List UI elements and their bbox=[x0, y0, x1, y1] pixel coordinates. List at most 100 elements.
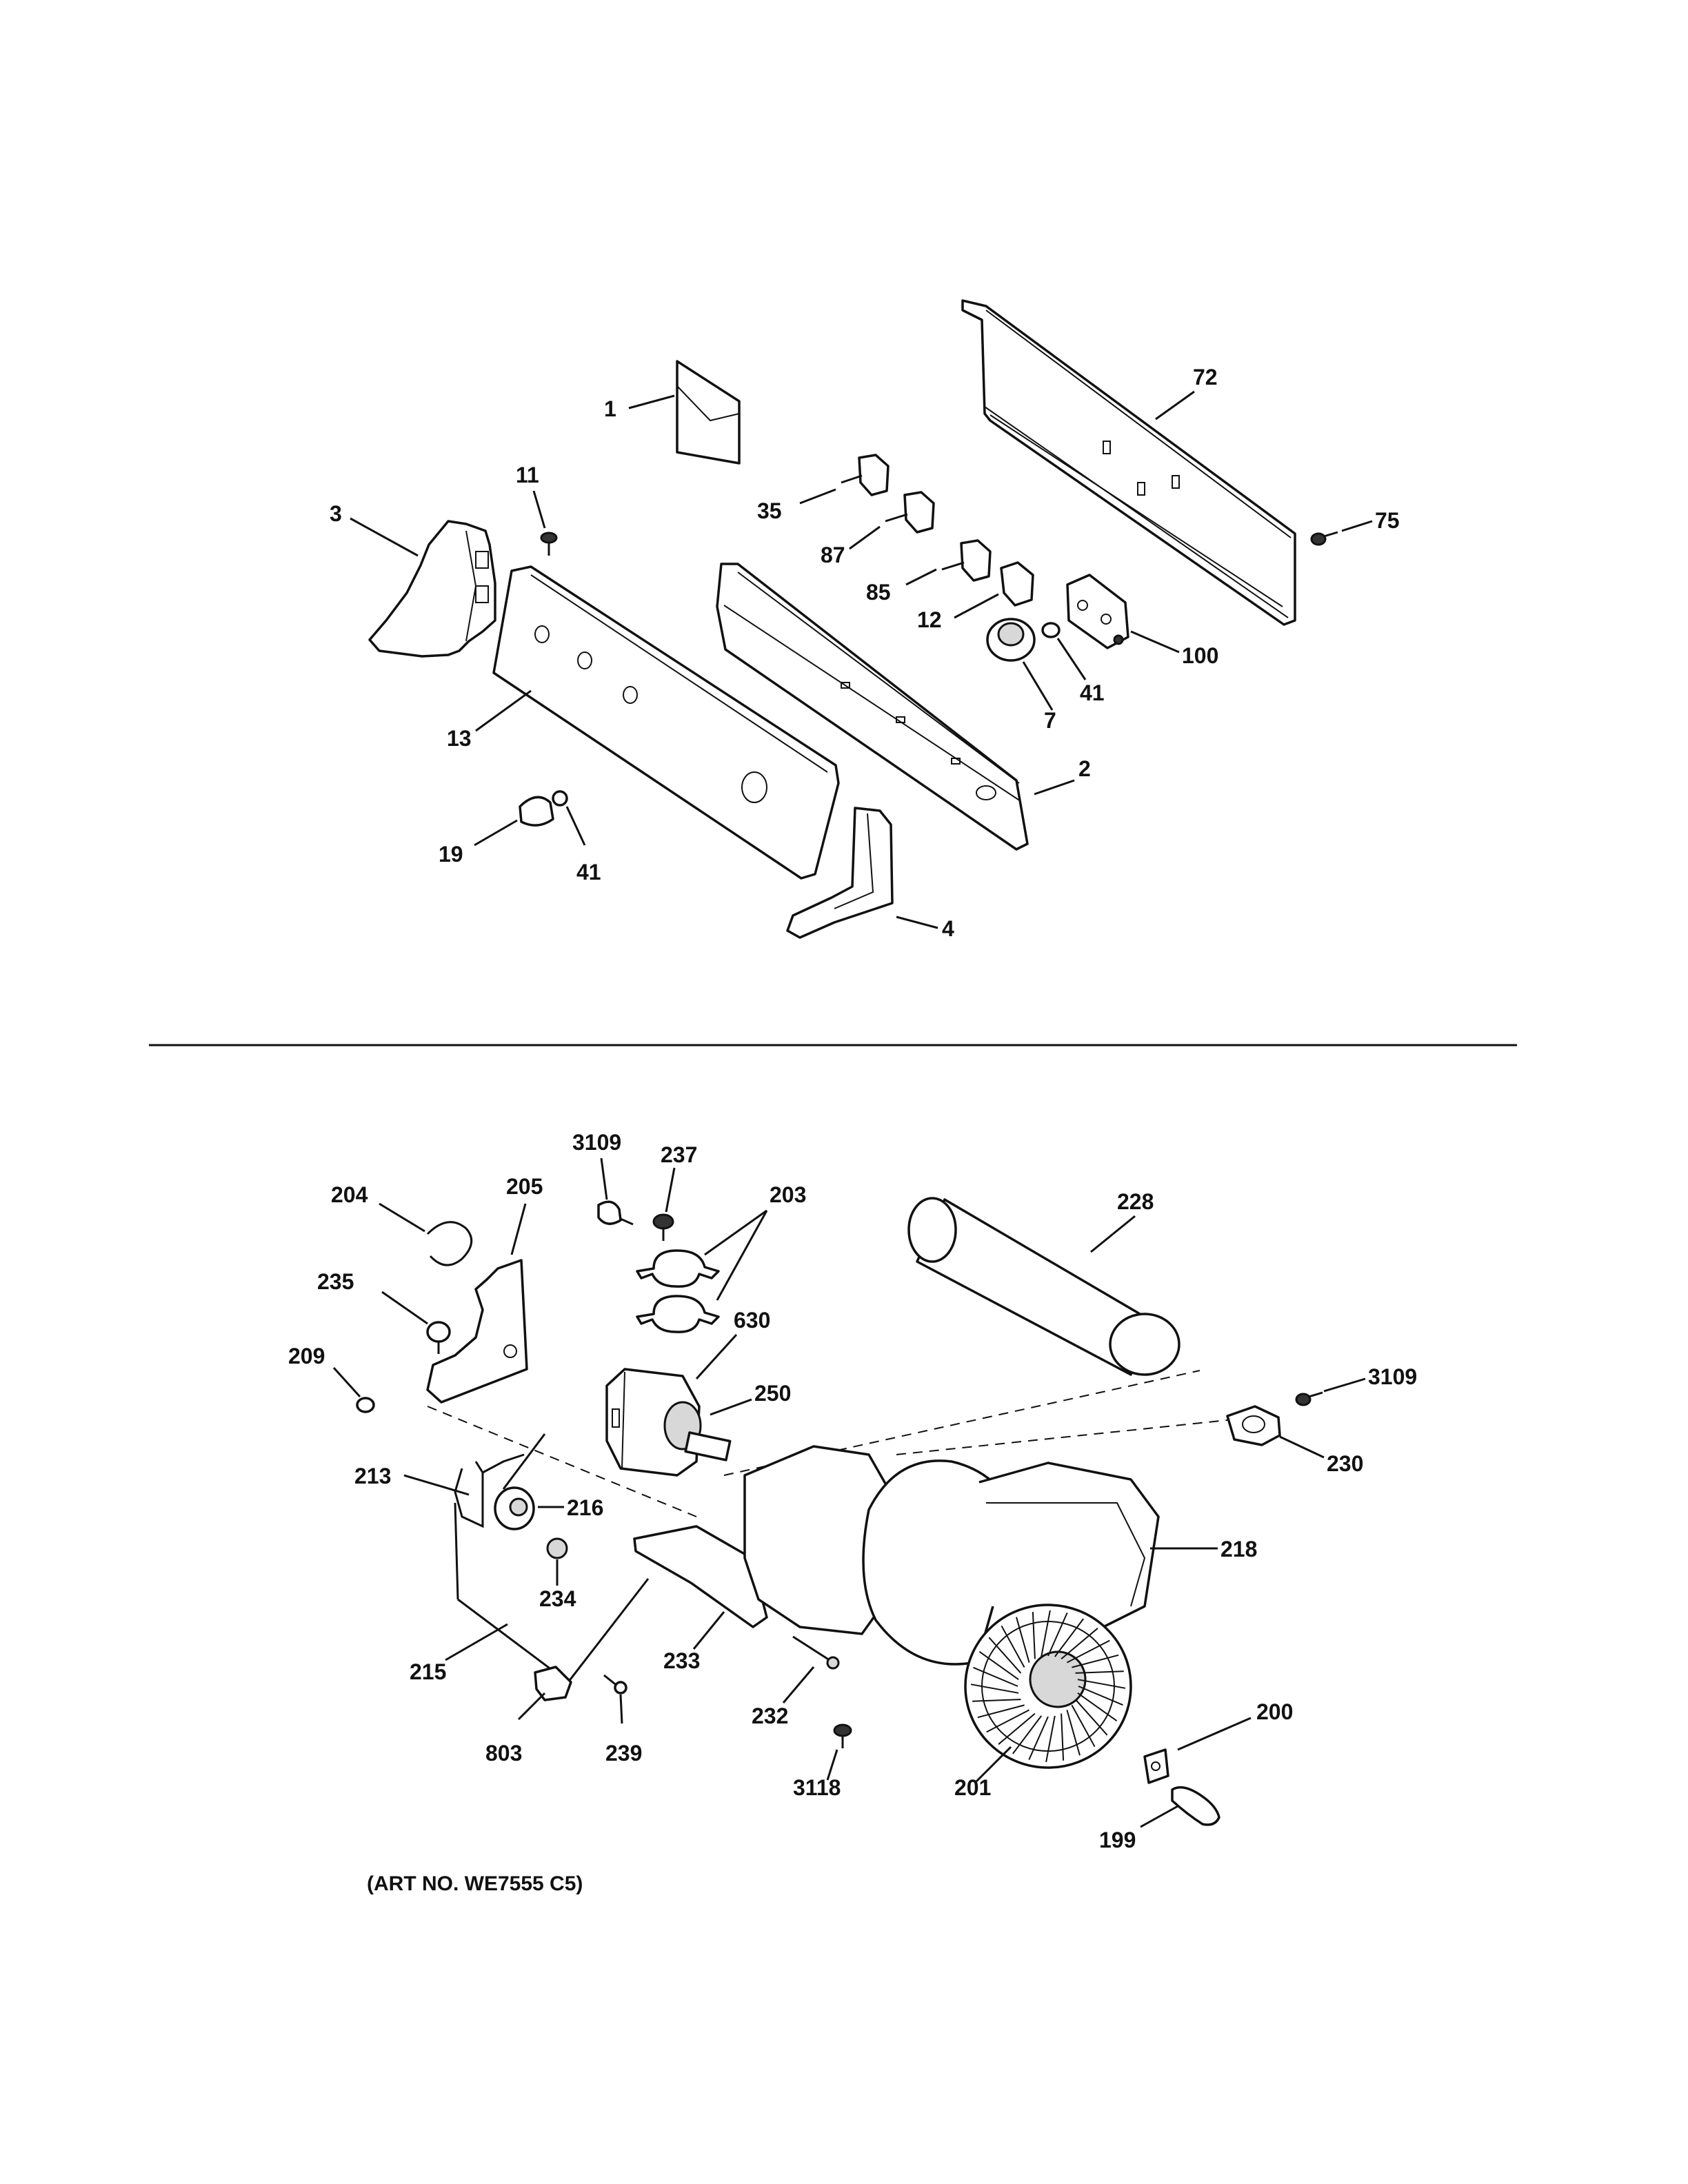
fan-blade bbox=[998, 1712, 1036, 1745]
part-41-clip-lower[interactable] bbox=[552, 790, 568, 807]
part-2-front-rail[interactable] bbox=[716, 563, 1029, 851]
part-3-end-cap-left[interactable] bbox=[368, 520, 496, 658]
part-205-bracket[interactable] bbox=[426, 1259, 528, 1404]
callout-803: 803 bbox=[485, 1741, 522, 1766]
callout-199: 199 bbox=[1099, 1828, 1136, 1852]
callout-204: 204 bbox=[331, 1182, 368, 1207]
callout-72: 72 bbox=[1193, 365, 1218, 390]
callout-209: 209 bbox=[288, 1344, 325, 1368]
fan-blade bbox=[1045, 1715, 1056, 1763]
part-203-clamp-upper[interactable] bbox=[636, 1249, 720, 1288]
fan-blade bbox=[1041, 1610, 1051, 1657]
callout-201: 201 bbox=[954, 1775, 991, 1800]
part-239-screw[interactable] bbox=[603, 1674, 627, 1695]
part-41-clip-upper[interactable] bbox=[1041, 622, 1061, 638]
blower-drive-assembly bbox=[332, 1157, 1366, 1828]
fan-blade bbox=[1016, 1617, 1030, 1663]
callout-41-lower: 41 bbox=[576, 860, 601, 884]
part-100-timer[interactable] bbox=[1066, 574, 1129, 649]
part-250-shaft[interactable] bbox=[663, 1401, 732, 1462]
callout-85: 85 bbox=[866, 580, 891, 605]
control-panel-assembly bbox=[350, 299, 1373, 939]
callout-205: 205 bbox=[506, 1174, 543, 1199]
fan-blade bbox=[1061, 1713, 1065, 1761]
part-209-nut[interactable] bbox=[356, 1397, 375, 1413]
part-230-thermostat[interactable] bbox=[1226, 1405, 1281, 1446]
callout-216: 216 bbox=[567, 1495, 603, 1520]
fan-blade bbox=[1047, 1612, 1068, 1657]
callout-232: 232 bbox=[752, 1703, 788, 1728]
fan-blade bbox=[1012, 1715, 1042, 1755]
fan-blade bbox=[1054, 1618, 1084, 1657]
part-232-screw[interactable] bbox=[792, 1635, 840, 1670]
callout-35: 35 bbox=[757, 498, 782, 523]
part-803-clip[interactable] bbox=[534, 1666, 572, 1701]
fan-blade bbox=[1028, 1716, 1049, 1761]
callout-630: 630 bbox=[734, 1308, 770, 1333]
callout-250: 250 bbox=[754, 1381, 791, 1406]
part-1-envelope[interactable] bbox=[676, 360, 741, 465]
fan-blade bbox=[986, 1709, 1030, 1733]
part-203-clamp-lower[interactable] bbox=[636, 1295, 720, 1333]
fan-blade bbox=[988, 1637, 1022, 1674]
art-number: (ART NO. WE7555 C5) bbox=[367, 1872, 583, 1895]
part-630-motor[interactable] bbox=[605, 1368, 701, 1477]
callout-13: 13 bbox=[447, 726, 472, 751]
part-199-foot-glide[interactable] bbox=[1171, 1786, 1220, 1826]
part-228-exhaust-duct[interactable] bbox=[907, 1197, 1180, 1376]
part-237-screw[interactable] bbox=[652, 1213, 674, 1241]
part-3109-screw-upper[interactable] bbox=[597, 1200, 634, 1226]
part-13-control-panel[interactable] bbox=[492, 565, 840, 880]
callout-237: 237 bbox=[661, 1142, 697, 1167]
callout-228: 228 bbox=[1117, 1189, 1154, 1214]
part-233-motor-mount[interactable] bbox=[633, 1525, 768, 1628]
callout-labels: 1 72 11 3 35 75 87 85 12 100 41 7 13 2 1… bbox=[288, 365, 1417, 1895]
fan-blade bbox=[1077, 1692, 1118, 1722]
callout-235: 235 bbox=[317, 1269, 354, 1294]
callout-87: 87 bbox=[821, 543, 845, 567]
part-3118-screw[interactable] bbox=[833, 1723, 852, 1748]
part-201-blower-wheel[interactable] bbox=[964, 1604, 1132, 1769]
fan-blade bbox=[1001, 1625, 1025, 1668]
part-11-screw[interactable] bbox=[540, 532, 558, 556]
callout-19: 19 bbox=[439, 842, 463, 867]
part-234-washer[interactable] bbox=[546, 1537, 568, 1559]
part-12-switch[interactable] bbox=[1000, 561, 1034, 607]
part-216-idler-pulley[interactable] bbox=[494, 1433, 546, 1530]
part-3109-screw-right[interactable] bbox=[1295, 1391, 1323, 1406]
fan-blade bbox=[1075, 1670, 1124, 1674]
fan-blade bbox=[978, 1650, 1019, 1681]
part-85-switch[interactable] bbox=[941, 539, 992, 582]
fan-blade bbox=[1074, 1699, 1108, 1736]
part-75-screw[interactable] bbox=[1310, 531, 1338, 546]
fan-blade bbox=[970, 1684, 1019, 1694]
callout-12: 12 bbox=[917, 607, 942, 632]
callout-100: 100 bbox=[1182, 643, 1218, 668]
callout-7: 7 bbox=[1044, 708, 1056, 733]
callout-200: 200 bbox=[1256, 1699, 1293, 1724]
part-7-timer-knob[interactable] bbox=[986, 618, 1036, 662]
callout-3: 3 bbox=[330, 501, 342, 526]
callout-4: 4 bbox=[942, 916, 954, 941]
fan-blade bbox=[977, 1704, 1025, 1719]
part-200-clip[interactable] bbox=[1143, 1748, 1169, 1784]
callout-215: 215 bbox=[410, 1659, 446, 1684]
callout-3109-right: 3109 bbox=[1368, 1364, 1417, 1389]
callout-3109-upper: 3109 bbox=[572, 1130, 621, 1155]
part-72-rear-panel[interactable] bbox=[961, 299, 1296, 626]
part-204-clip[interactable] bbox=[426, 1221, 473, 1266]
fan-blade bbox=[1061, 1628, 1098, 1660]
part-4-end-cap-right[interactable] bbox=[786, 807, 894, 939]
callout-2: 2 bbox=[1078, 756, 1091, 781]
part-35-switch[interactable] bbox=[841, 454, 890, 496]
fan-blade bbox=[1071, 1704, 1096, 1748]
part-213-idler-bracket[interactable] bbox=[454, 1453, 525, 1528]
fan-blade bbox=[1032, 1612, 1036, 1659]
fan-blade bbox=[1066, 1710, 1081, 1756]
callout-218: 218 bbox=[1220, 1537, 1257, 1561]
callout-233: 233 bbox=[663, 1648, 700, 1673]
part-235-screw[interactable] bbox=[426, 1321, 451, 1354]
part-19-knob[interactable] bbox=[519, 796, 554, 827]
part-87-switch[interactable] bbox=[885, 491, 935, 534]
